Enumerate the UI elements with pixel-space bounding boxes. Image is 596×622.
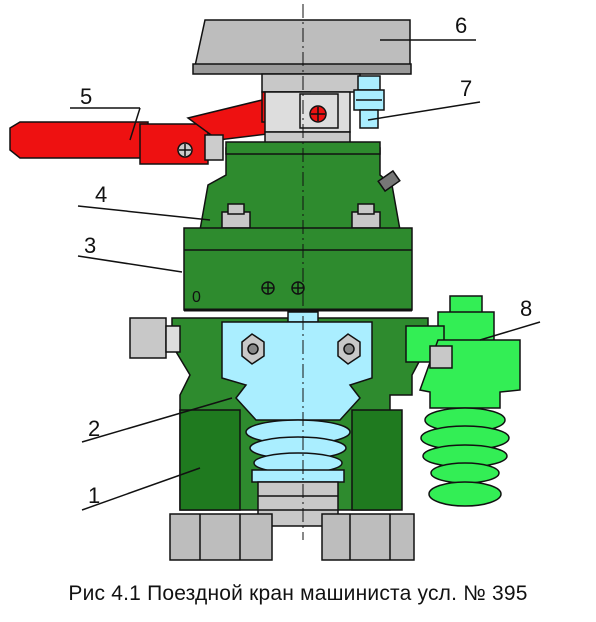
callouts: 6 7 5 4 3 8 2 1 0 — [80, 13, 532, 508]
crane-diagram: 6 7 5 4 3 8 2 1 0 — [9, 4, 541, 561]
stabilizer-part — [405, 295, 521, 507]
callout-2: 2 — [88, 416, 100, 441]
callout-8: 8 — [520, 296, 532, 321]
valve-part — [353, 75, 385, 129]
callout-5: 5 — [80, 84, 92, 109]
body-marking: 0 — [192, 289, 201, 306]
upper-body — [199, 141, 401, 231]
callout-4: 4 — [95, 182, 107, 207]
base-nuts — [169, 513, 415, 561]
crane-drawing: 6 7 5 4 3 8 2 1 0 — [9, 4, 541, 561]
callout-1: 1 — [88, 483, 100, 508]
middle-body — [183, 227, 413, 312]
drive-block — [264, 91, 351, 147]
callout-6: 6 — [455, 13, 467, 38]
cap-part — [192, 19, 412, 93]
callout-7: 7 — [460, 76, 472, 101]
leader-lines — [70, 39, 541, 511]
callout-3: 3 — [84, 233, 96, 258]
regulator-part — [221, 311, 373, 527]
figure-caption: Рис 4.1 Поездной кран машиниста усл. № 3… — [68, 582, 528, 605]
